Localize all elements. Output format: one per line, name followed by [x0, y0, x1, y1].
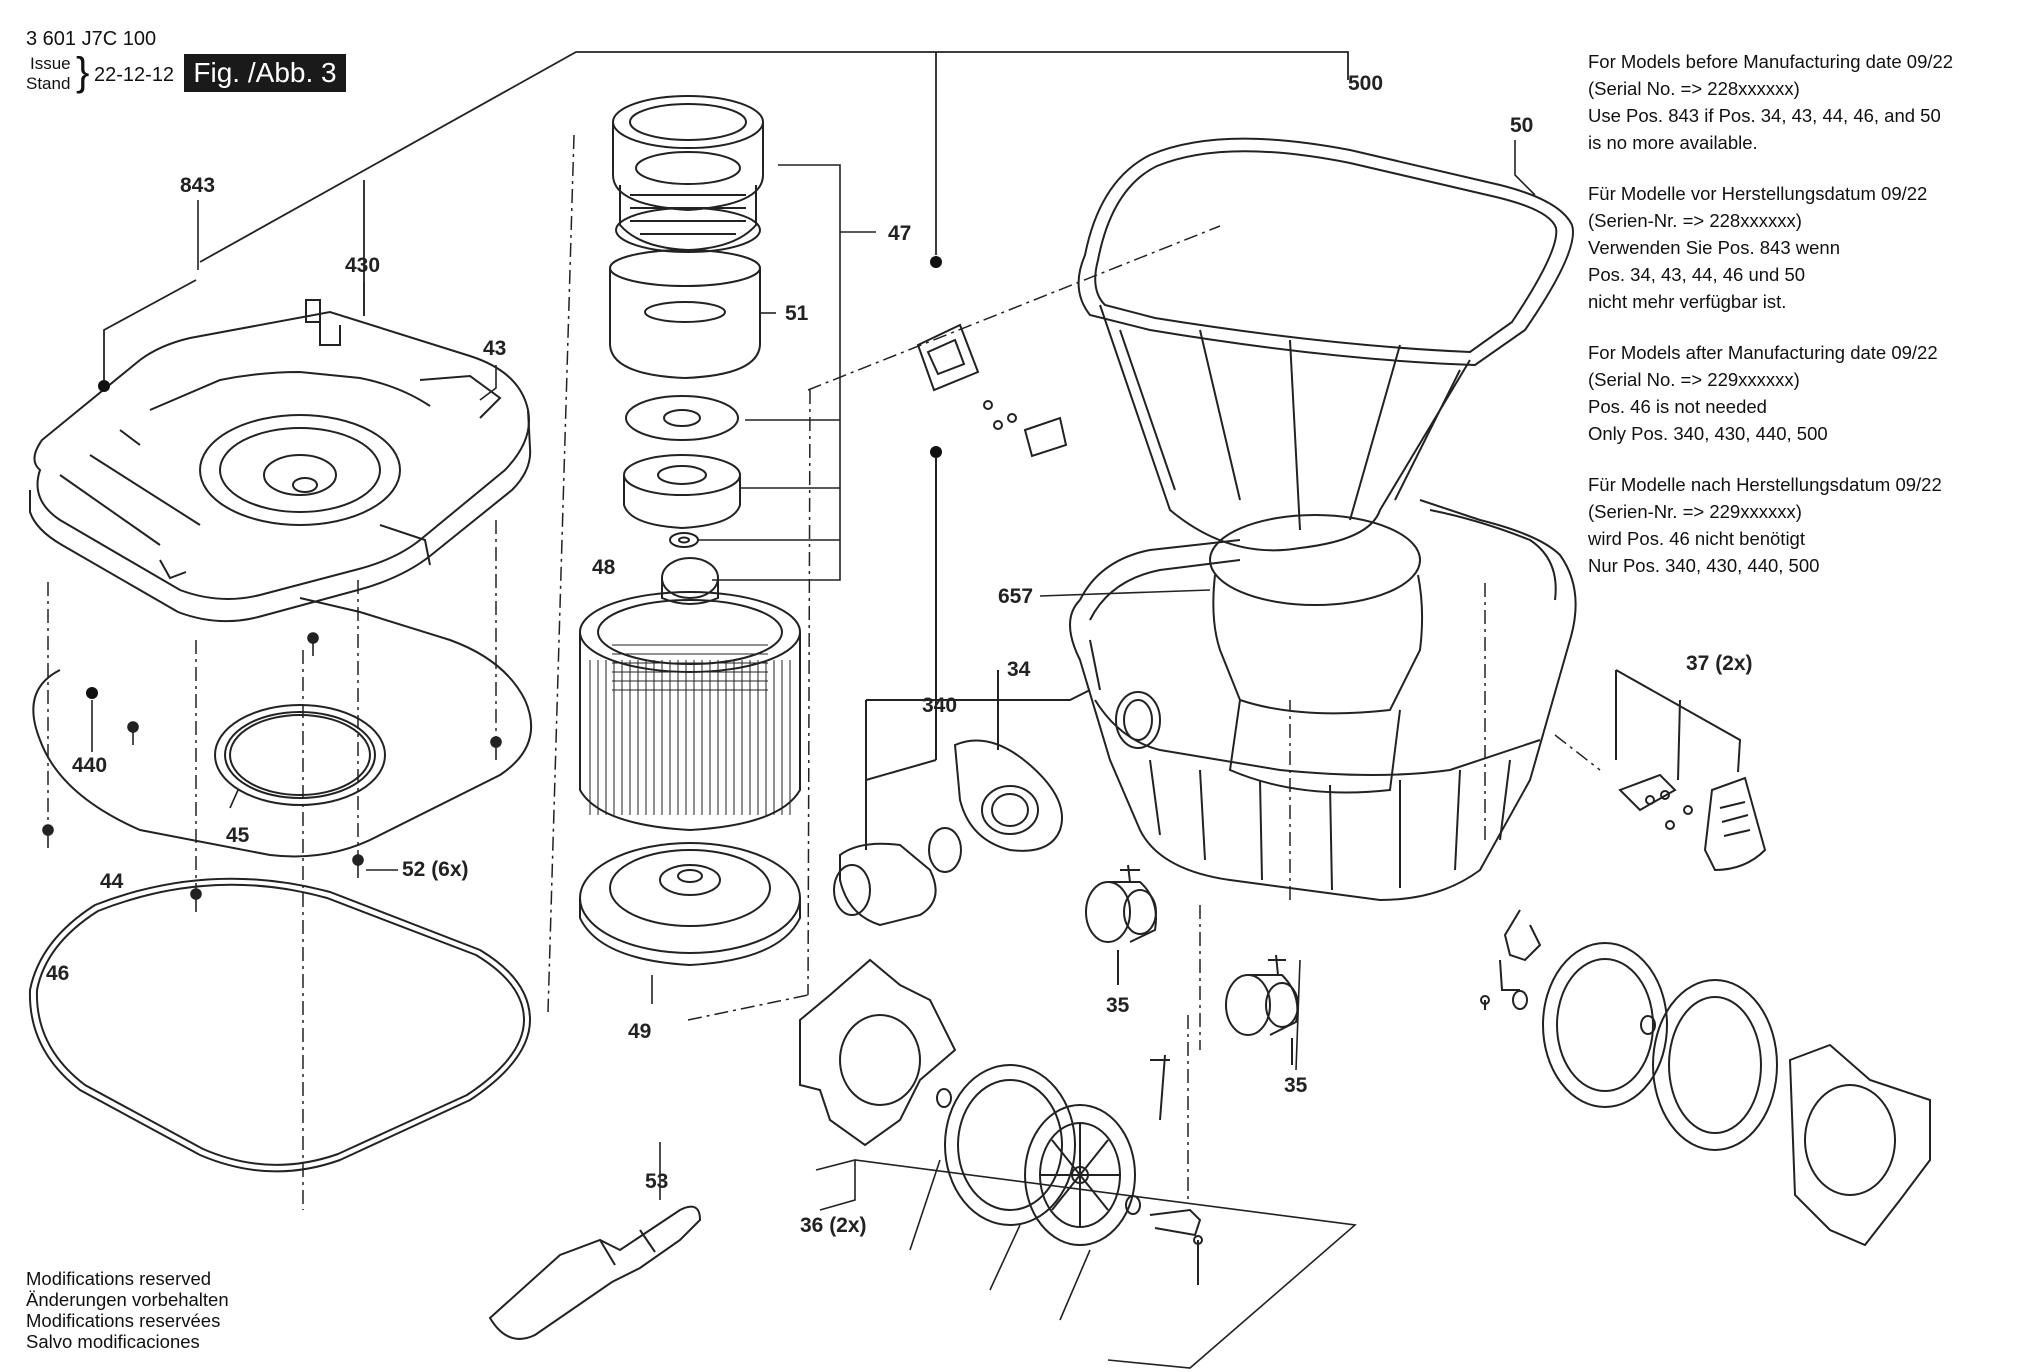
note-line: (Serial No. => 228xxxxxx) [1588, 78, 1800, 99]
label-340: 340 [922, 694, 957, 717]
filter-base-49 [579, 842, 801, 967]
note-line: Pos. 46 is not needed [1588, 396, 1767, 417]
label-34: 34 [1007, 658, 1031, 681]
label-leaders [91, 140, 1536, 1200]
container-657 [1069, 499, 1577, 902]
label-51: 51 [785, 302, 809, 325]
dust-bag [1209, 514, 1424, 794]
sleeve-51 [609, 249, 761, 380]
washer-set [623, 395, 741, 548]
note-block-de-after: Für Modelle nach Herstellungsdatum 09/22… [1588, 471, 2018, 579]
footer-line: Modifications reserved [26, 1268, 212, 1289]
wheels-right-37 [1480, 669, 1931, 1247]
dashed-lines-center [547, 134, 1601, 1200]
label-843: 843 [180, 174, 215, 197]
footer-line: Änderungen vorbehalten [26, 1289, 229, 1310]
seal-46 [28, 877, 532, 1173]
label-46: 46 [46, 962, 69, 985]
top-leader-lines [103, 51, 1349, 382]
note-line: is no more available. [1588, 132, 1758, 153]
bracket-36 [815, 1159, 1357, 1369]
filter-48 [579, 557, 801, 832]
brace: } [76, 50, 90, 94]
drawing-number: 3 601 J7C 100 [26, 28, 157, 50]
label-37: 37 (2x) [1686, 652, 1753, 675]
issue-label: Issue [30, 54, 71, 73]
model-notes: For Models before Manufacturing date 09/… [1588, 48, 2018, 603]
note-line: nicht mehr verfügbar ist. [1588, 291, 1787, 312]
note-block-en-before: For Models before Manufacturing date 09/… [1588, 48, 2018, 156]
position-labels: 843 430 43 440 45 44 52 (6x) 46 47 51 48… [46, 72, 1753, 1237]
note-line: For Models after Manufacturing date 09/2… [1588, 342, 1938, 363]
issue-date: 22-12-12 [94, 64, 175, 86]
note-block-en-after: For Models after Manufacturing date 09/2… [1588, 339, 2018, 447]
note-block-de-before: Für Modelle vor Herstellungsdatum 09/22 … [1588, 180, 2018, 315]
bag-500 [1077, 137, 1574, 552]
label-48: 48 [592, 556, 616, 579]
figure-label: Fig. /Abb. 3 [184, 54, 346, 92]
label-36: 36 (2x) [800, 1214, 867, 1237]
handle-340 [865, 323, 1068, 781]
footer-line: Salvo modificaciones [26, 1331, 200, 1352]
lid-assembly-843 [29, 299, 532, 623]
modifications-notice: Modifications reserved Änderungen vorbeh… [26, 1268, 229, 1352]
label-53: 53 [645, 1170, 668, 1193]
note-line: wird Pos. 46 nicht benötigt [1588, 528, 1805, 549]
label-45: 45 [226, 824, 250, 847]
label-47: 47 [888, 222, 911, 245]
label-52: 52 (6x) [402, 858, 469, 881]
note-line: (Serien-Nr. => 229xxxxxx) [1588, 501, 1802, 522]
note-line: Für Modelle vor Herstellungsdatum 09/22 [1588, 183, 1928, 204]
stand-label: Stand [26, 74, 71, 93]
dashed-lines-left [47, 520, 497, 1210]
label-35a: 35 [1106, 994, 1130, 1017]
label-43: 43 [483, 337, 506, 360]
note-line: Only Pos. 340, 430, 440, 500 [1588, 423, 1828, 444]
ring-45 [214, 704, 386, 806]
bracket-47 [698, 164, 876, 581]
wheel-axle-left [1149, 1054, 1203, 1285]
note-line: Pos. 34, 43, 44, 46 und 50 [1588, 264, 1806, 285]
filter-cage-47 [612, 95, 764, 253]
label-50: 50 [1510, 114, 1533, 137]
seal-44 [32, 597, 533, 858]
label-49: 49 [628, 1020, 651, 1043]
note-line: Für Modelle nach Herstellungsdatum 09/22 [1588, 474, 1942, 495]
label-440: 440 [72, 754, 107, 777]
label-44: 44 [100, 870, 124, 893]
note-line: Nur Pos. 340, 430, 440, 500 [1588, 555, 1820, 576]
nozzle-34 [833, 670, 1091, 927]
note-line: (Serial No. => 229xxxxxx) [1588, 369, 1800, 390]
handle-strap-53 [488, 1205, 702, 1340]
label-500: 500 [1348, 72, 1383, 95]
note-line: Verwenden Sie Pos. 843 wenn [1588, 237, 1840, 258]
wheels-left-36 [799, 958, 1141, 1246]
note-line: (Serien-Nr. => 228xxxxxx) [1588, 210, 1802, 231]
note-line: Use Pos. 843 if Pos. 34, 43, 44, 46, and… [1588, 105, 1941, 126]
label-430: 430 [345, 254, 380, 277]
footer-line: Modifications reservées [26, 1310, 221, 1331]
label-35b: 35 [1284, 1074, 1308, 1097]
screws [42, 632, 502, 912]
note-line: For Models before Manufacturing date 09/… [1588, 51, 1954, 72]
castor-wheels-35 [1085, 864, 1299, 1065]
label-657: 657 [998, 585, 1033, 608]
